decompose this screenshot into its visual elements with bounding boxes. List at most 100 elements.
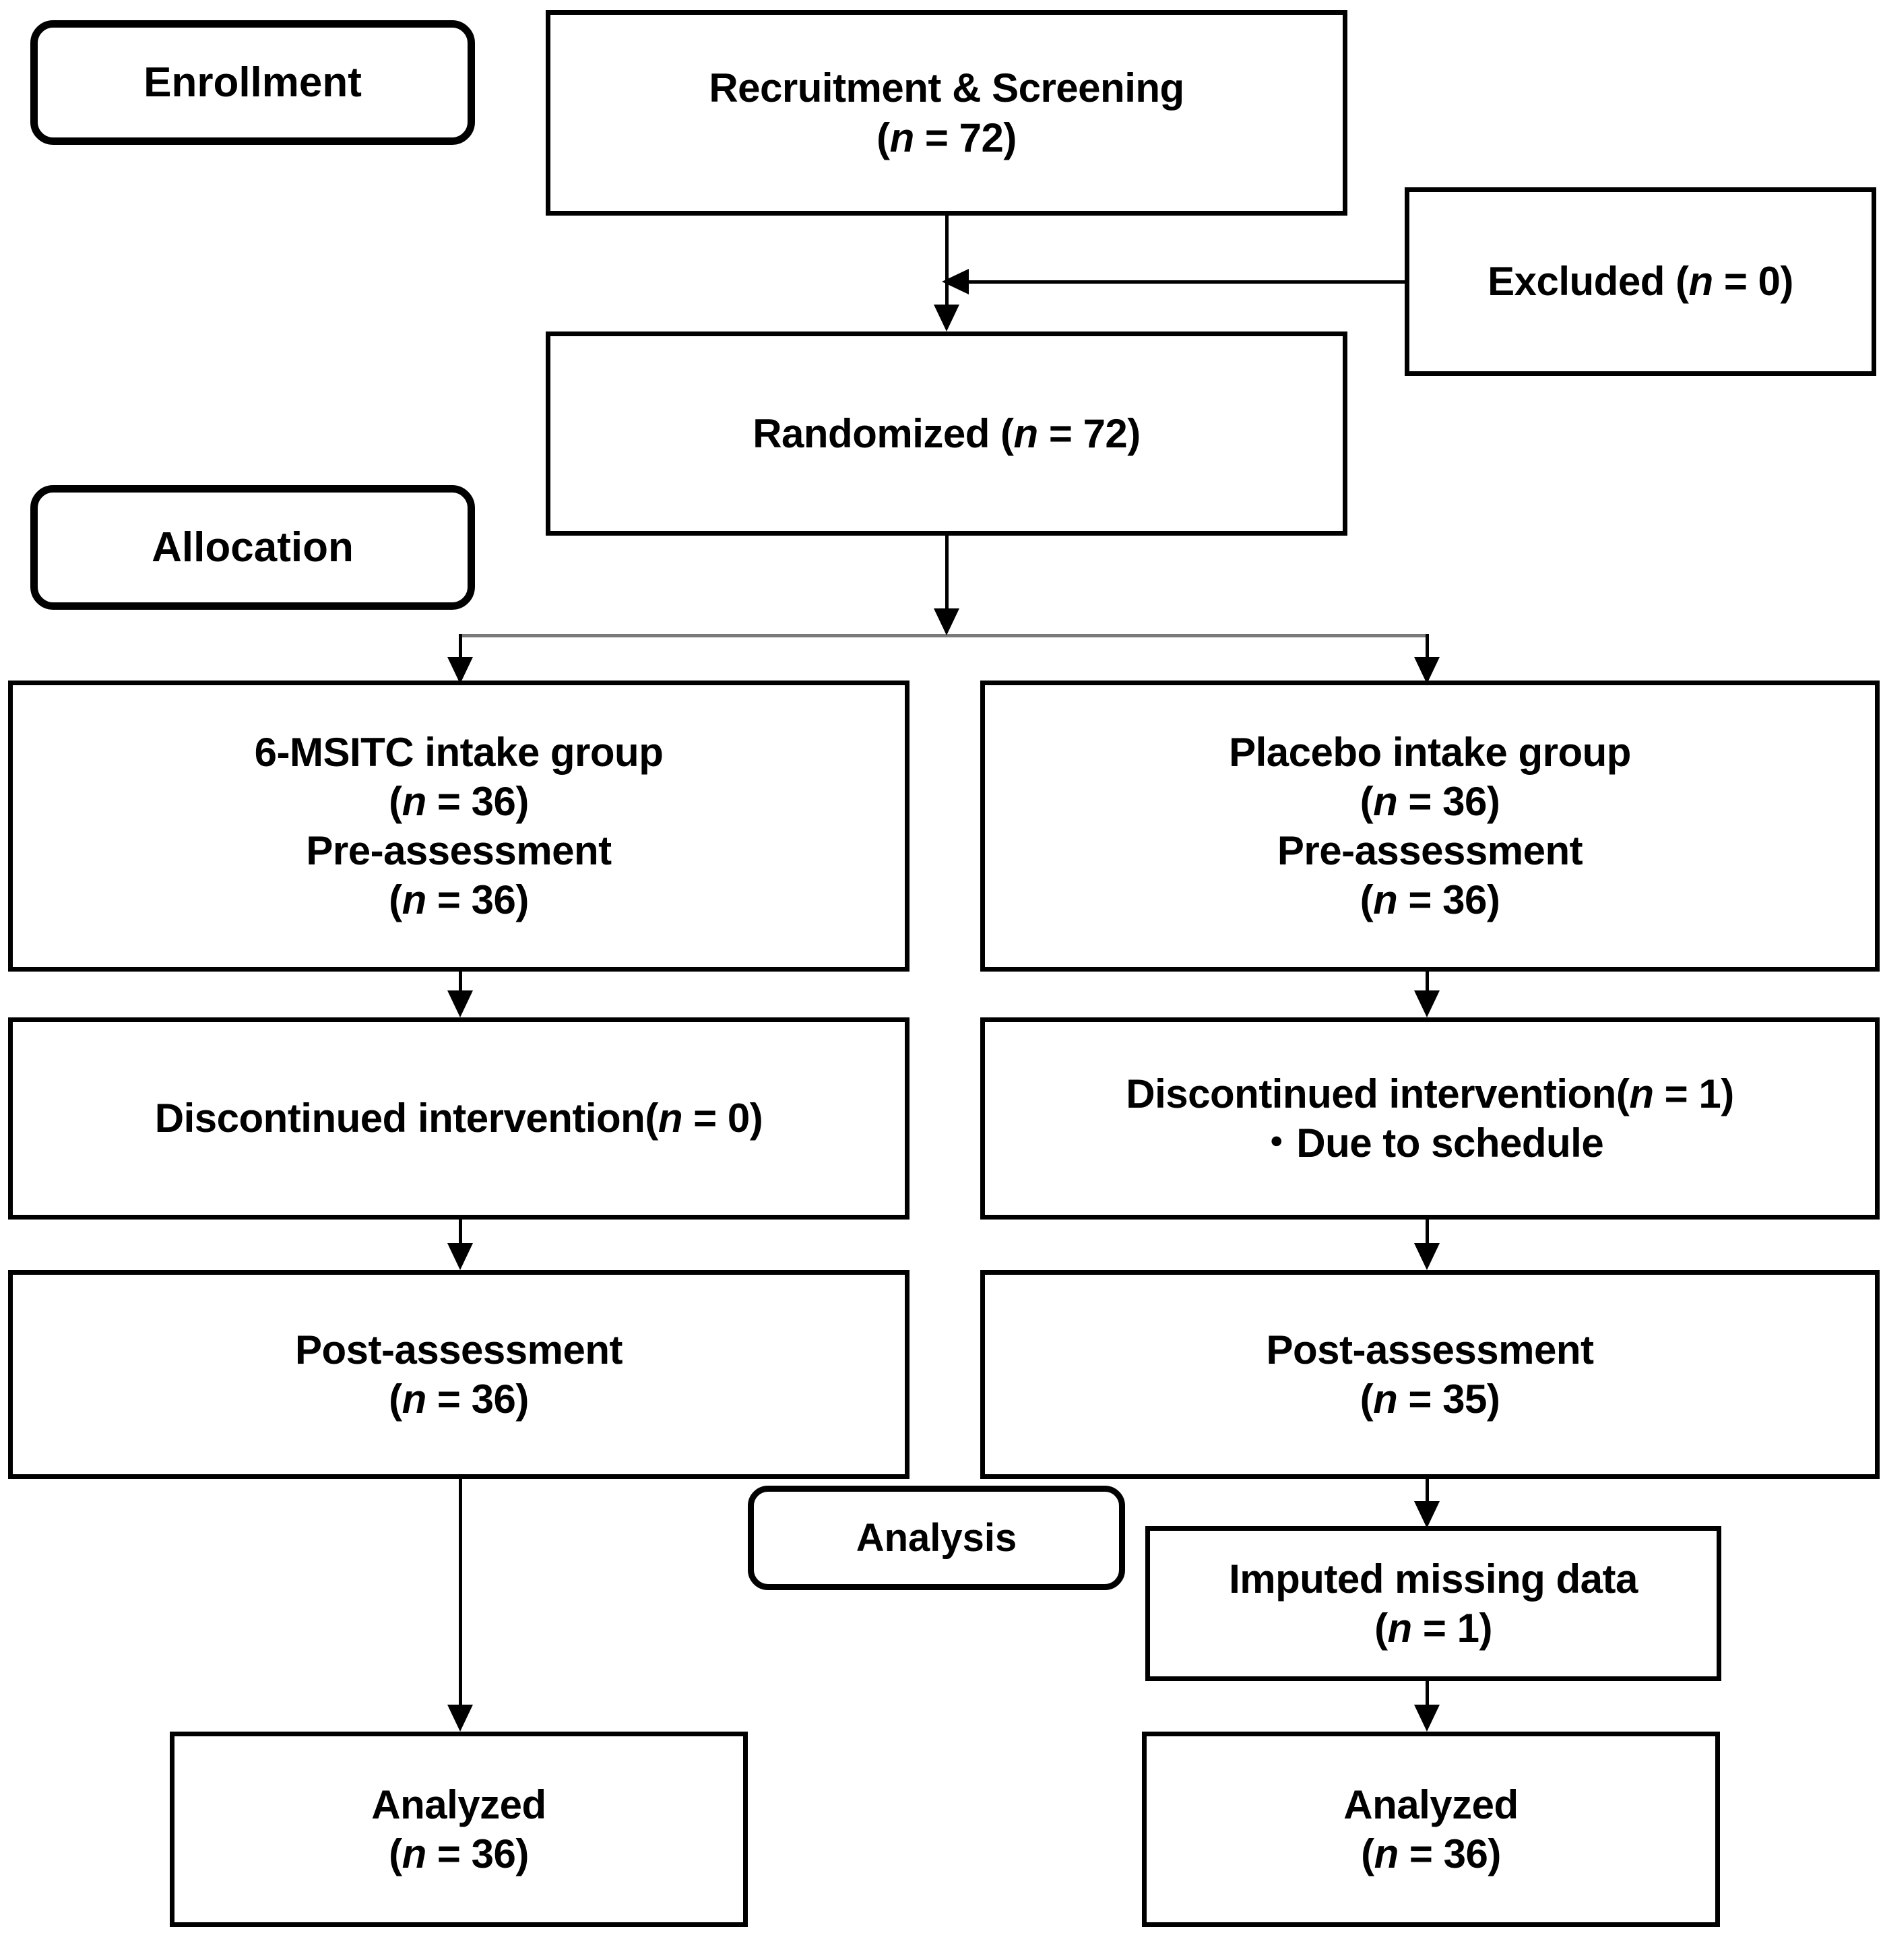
node-right-discontinued: Discontinued intervention(n = 1) ・Due to… bbox=[980, 1017, 1880, 1220]
node-imputed-missing-data: Imputed missing data (n = 1) bbox=[1145, 1526, 1721, 1681]
arrowhead-split-to-right-group bbox=[1414, 657, 1440, 684]
connector-recruitment-to-randomized bbox=[945, 216, 949, 307]
node-left-analyzed: Analyzed (n = 36) bbox=[170, 1732, 748, 1927]
stage-label-allocation: Allocation bbox=[30, 485, 475, 610]
arrowhead-excluded-to-trunk bbox=[942, 269, 969, 294]
connector-split-to-right-group bbox=[1426, 634, 1429, 671]
paren-open: ( bbox=[1360, 877, 1374, 923]
right-group-count: (n = 36) bbox=[994, 777, 1865, 826]
arrowhead-right-group-to-discontinued bbox=[1414, 990, 1440, 1017]
left-analyzed-count: (n = 36) bbox=[184, 1829, 734, 1878]
connector-excluded-to-trunk bbox=[967, 280, 1406, 284]
excluded-text: Excluded (n = 0) bbox=[1419, 257, 1862, 306]
n-value: = 0) bbox=[1713, 259, 1794, 305]
node-right-post-assessment: Post-assessment (n = 35) bbox=[980, 1270, 1880, 1479]
node-left-discontinued: Discontinued intervention(n = 0) bbox=[8, 1017, 909, 1220]
connector-split-to-left-group bbox=[459, 634, 462, 671]
paren-open: ( bbox=[389, 1377, 402, 1422]
paren-open: ( bbox=[1360, 778, 1374, 824]
n-variable: n bbox=[658, 1096, 683, 1141]
n-value: = 72) bbox=[914, 115, 1017, 160]
n-variable: n bbox=[1387, 1606, 1413, 1651]
imputed-title: Imputed missing data bbox=[1229, 1556, 1638, 1602]
n-value: = 36) bbox=[1398, 1831, 1501, 1876]
node-excluded: Excluded (n = 0) bbox=[1405, 187, 1876, 376]
arrowhead-left-post-to-analyzed bbox=[447, 1705, 473, 1732]
right-discontinued-prefix: Discontinued intervention( bbox=[1126, 1071, 1630, 1116]
stage-label-analysis: Analysis bbox=[748, 1486, 1125, 1590]
arrowhead-imputed-to-analyzed bbox=[1414, 1705, 1440, 1732]
left-discontinued-text: Discontinued intervention(n = 0) bbox=[22, 1094, 895, 1143]
n-value: = 35) bbox=[1397, 1377, 1500, 1422]
right-post-count: (n = 35) bbox=[994, 1374, 1865, 1424]
connector-left-post-to-analyzed bbox=[459, 1479, 462, 1708]
recruitment-count: (n = 72) bbox=[560, 113, 1333, 162]
n-variable: n bbox=[1373, 778, 1398, 824]
node-randomized: Randomized (n = 72) bbox=[546, 331, 1347, 536]
stage-label-analysis-text: Analysis bbox=[856, 1516, 1017, 1560]
left-post-count: (n = 36) bbox=[22, 1374, 895, 1424]
n-value: = 36) bbox=[426, 1377, 529, 1422]
n-value: = 36) bbox=[426, 877, 529, 923]
n-variable: n bbox=[402, 778, 427, 824]
connector-right-group-to-discontinued bbox=[1426, 972, 1429, 995]
right-discontinued-text: Discontinued intervention(n = 1) bbox=[994, 1069, 1865, 1118]
n-variable: n bbox=[402, 1831, 427, 1876]
left-group-pre-assessment-label: Pre-assessment bbox=[306, 828, 612, 873]
right-discontinued-reason: ・Due to schedule bbox=[1256, 1120, 1604, 1166]
node-right-analyzed: Analyzed (n = 36) bbox=[1142, 1732, 1720, 1927]
arrowhead-left-group-to-discontinued bbox=[447, 990, 473, 1017]
node-right-intake-group: Placebo intake group (n = 36) Pre-assess… bbox=[980, 681, 1880, 972]
n-value: = 36) bbox=[426, 778, 529, 824]
connector-left-group-to-discontinued bbox=[459, 972, 462, 995]
left-analyzed-title: Analyzed bbox=[371, 1781, 546, 1827]
n-value: = 36) bbox=[426, 1831, 529, 1876]
arrowhead-left-discontinued-to-post bbox=[447, 1243, 473, 1270]
n-variable: n bbox=[1373, 877, 1398, 923]
n-value: = 1) bbox=[1411, 1606, 1493, 1651]
right-group-title: Placebo intake group bbox=[1229, 729, 1631, 775]
connector-randomized-to-split bbox=[945, 536, 949, 610]
n-variable: n bbox=[1688, 259, 1714, 305]
right-analyzed-count: (n = 36) bbox=[1156, 1829, 1706, 1878]
randomized-prefix: Randomized ( bbox=[753, 410, 1014, 456]
arrowhead-split-to-left-group bbox=[447, 657, 473, 684]
paren-open: ( bbox=[389, 1831, 402, 1876]
left-discontinued-prefix: Discontinued intervention( bbox=[154, 1096, 659, 1141]
stage-label-enrollment: Enrollment bbox=[30, 20, 475, 145]
connector-imputed-to-analyzed bbox=[1426, 1681, 1429, 1711]
n-variable: n bbox=[1013, 410, 1039, 456]
arrowhead-randomized-to-split bbox=[934, 608, 959, 635]
n-variable: n bbox=[889, 115, 915, 160]
n-value: = 72) bbox=[1038, 410, 1141, 456]
left-group-count: (n = 36) bbox=[22, 777, 895, 826]
imputed-count: (n = 1) bbox=[1159, 1604, 1707, 1653]
randomized-text: Randomized (n = 72) bbox=[560, 409, 1333, 458]
recruitment-title: Recruitment & Screening bbox=[709, 65, 1184, 111]
arrowhead-right-post-to-imputed bbox=[1414, 1501, 1440, 1528]
n-variable: n bbox=[1373, 1377, 1398, 1422]
right-analyzed-title: Analyzed bbox=[1343, 1781, 1519, 1827]
n-variable: n bbox=[402, 877, 427, 923]
connector-right-post-to-imputed bbox=[1426, 1479, 1429, 1506]
n-value: = 36) bbox=[1397, 877, 1500, 923]
n-variable: n bbox=[402, 1377, 427, 1422]
left-post-title: Post-assessment bbox=[294, 1327, 623, 1372]
node-left-post-assessment: Post-assessment (n = 36) bbox=[8, 1270, 909, 1479]
paren-open: ( bbox=[389, 877, 402, 923]
right-post-title: Post-assessment bbox=[1266, 1327, 1594, 1372]
connector-right-discontinued-to-post bbox=[1426, 1220, 1429, 1246]
split-bar-allocation bbox=[460, 634, 1428, 637]
stage-label-enrollment-text: Enrollment bbox=[143, 59, 362, 106]
paren-open: ( bbox=[389, 778, 402, 824]
excluded-prefix: Excluded ( bbox=[1488, 259, 1689, 305]
n-variable: n bbox=[1374, 1831, 1399, 1876]
paren-open: ( bbox=[1374, 1606, 1388, 1651]
n-variable: n bbox=[1629, 1071, 1654, 1116]
node-left-intake-group: 6-MSITC intake group (n = 36) Pre-assess… bbox=[8, 681, 909, 972]
right-group-pre-assessment-count: (n = 36) bbox=[994, 875, 1865, 924]
node-recruitment-screening: Recruitment & Screening (n = 72) bbox=[546, 10, 1347, 216]
n-value: = 0) bbox=[682, 1096, 763, 1141]
connector-left-discontinued-to-post bbox=[459, 1220, 462, 1246]
